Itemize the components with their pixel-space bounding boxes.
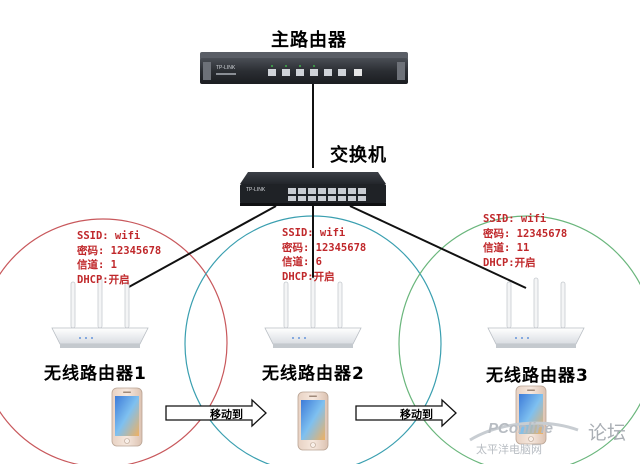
move-arrow-2-label: 移动到 (400, 408, 433, 421)
wireless-router-1-label: 无线路由器1 (44, 364, 147, 384)
move-arrow-2 (355, 398, 457, 428)
router-1-dhcp: DHCP:开启 (77, 273, 130, 286)
router-2-dhcp: DHCP:开启 (282, 270, 335, 283)
wireless-router-2-device (264, 277, 362, 348)
phone-2 (297, 391, 329, 451)
router-3-config: SSID: wifi 密码: 12345678 信道: 11 DHCP:开启 (483, 212, 567, 270)
cable-switch-router1 (126, 205, 277, 289)
phone-3 (515, 385, 547, 445)
main-router-label: 主路由器 (271, 30, 347, 51)
router-3-dhcp: DHCP:开启 (483, 256, 536, 269)
router-3-password: 密码: 12345678 (483, 227, 568, 240)
svg-text:TP-LINK: TP-LINK (216, 65, 236, 71)
main-router-device: TP-LINK (200, 52, 408, 84)
watermark-brand: PConline (488, 420, 554, 437)
router-3-ssid: SSID: wifi (483, 213, 547, 225)
router-1-config: SSID: wifi 密码: 12345678 信道: 1 DHCP:开启 (77, 229, 161, 287)
router-1-ssid: SSID: wifi (77, 230, 141, 242)
wireless-router-2-label: 无线路由器2 (262, 364, 365, 384)
watermark-forum: 论坛 (588, 423, 627, 444)
router-1-password: 密码: 12345678 (77, 244, 162, 257)
router-2-config: SSID: wifi 密码: 12345678 信道: 6 DHCP:开启 (282, 226, 366, 284)
svg-text:TP-LINK: TP-LINK (246, 187, 266, 193)
router-1-channel: 信道: 1 (77, 259, 117, 271)
switch-label: 交换机 (330, 145, 387, 166)
wireless-router-1-device (51, 277, 149, 348)
watermark-tagline: 太平洋电脑网 (476, 444, 542, 456)
cable-switch-router3 (349, 205, 527, 289)
router-2-channel: 信道: 6 (282, 256, 322, 268)
wireless-router-3-label: 无线路由器3 (486, 366, 589, 386)
phone-1 (111, 387, 143, 447)
switch-device: TP-LINK (240, 172, 386, 206)
move-arrow-1 (165, 398, 267, 428)
router-2-password: 密码: 12345678 (282, 241, 367, 254)
router-3-channel: 信道: 11 (483, 242, 530, 254)
wireless-router-3-device (487, 277, 585, 348)
coverage-circle-1 (0, 218, 228, 464)
watermark-swoosh (469, 421, 579, 442)
move-arrow-1-label: 移动到 (210, 408, 243, 421)
coverage-circle-3 (398, 215, 640, 464)
router-2-ssid: SSID: wifi (282, 227, 346, 239)
